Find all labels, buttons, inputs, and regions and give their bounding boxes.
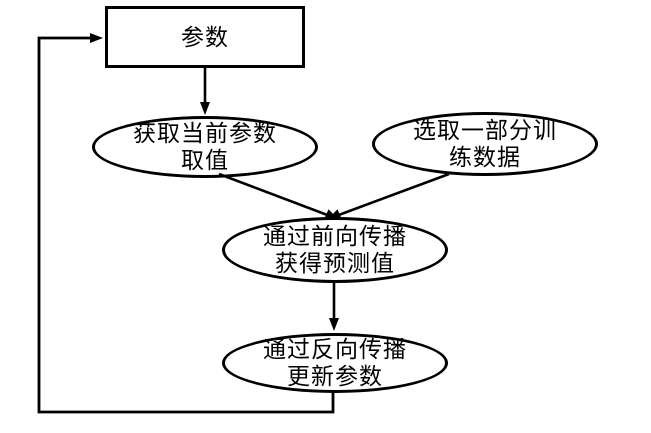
node-get-current-params-line2: 取值 [181,148,229,173]
node-select-training-data-line2: 练数据 [449,145,521,170]
node-back-propagation: 通过反向传播 更新参数 [222,333,448,393]
node-get-current-params: 获取当前参数 取值 [92,116,318,178]
node-get-current-params-line1: 获取当前参数 [133,121,277,146]
node-parameters-label: 参数 [181,24,229,50]
node-select-training-data-line1: 选取一部分训 [413,118,557,143]
arrow-selectdata-to-forward [328,172,450,219]
arrow-forward-to-backprop [329,283,339,331]
node-select-training-data: 选取一部分训 练数据 [372,112,598,176]
arrow-param-to-getparams [200,68,210,115]
node-forward-propagation: 通过前向传播 获得预测值 [222,217,448,283]
node-back-propagation-line1: 通过反向传播 [263,337,407,362]
node-back-propagation-line2: 更新参数 [287,364,383,389]
node-forward-propagation-line1: 通过前向传播 [263,224,407,249]
node-parameters: 参数 [105,6,305,68]
arrow-getparams-to-forward [218,172,338,219]
node-forward-propagation-line2: 获得预测值 [275,251,395,276]
